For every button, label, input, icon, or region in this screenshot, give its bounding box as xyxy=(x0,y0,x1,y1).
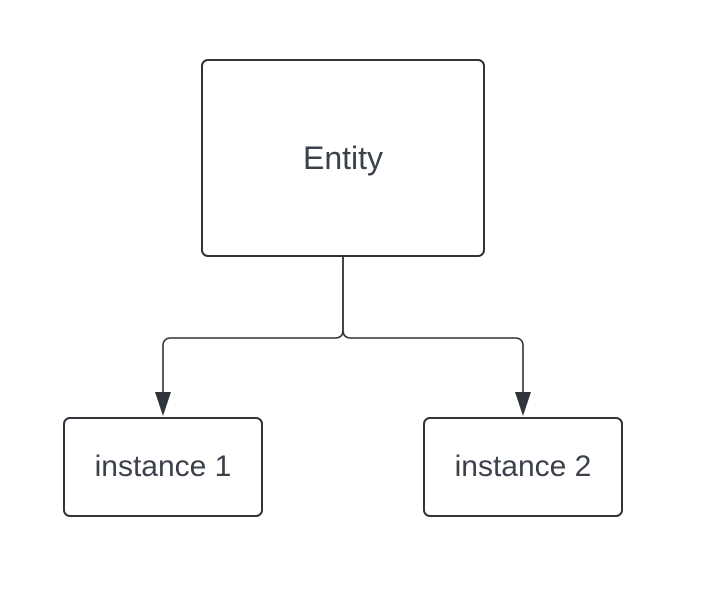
entity-node-label: Entity xyxy=(302,139,384,176)
arrowhead-instance-1 xyxy=(155,392,171,416)
connector-entity-to-instance-1 xyxy=(162,257,344,394)
connector-entity-to-instance-2 xyxy=(342,257,524,394)
instance-2-node[interactable]: instance 2 xyxy=(423,417,623,517)
arrowhead-instance-2 xyxy=(515,392,531,416)
instance-1-node[interactable]: instance 1 xyxy=(63,417,263,517)
instance-1-node-label: instance 1 xyxy=(94,450,232,483)
entity-node[interactable]: Entity xyxy=(201,59,485,257)
instance-2-node-label: instance 2 xyxy=(454,450,592,483)
